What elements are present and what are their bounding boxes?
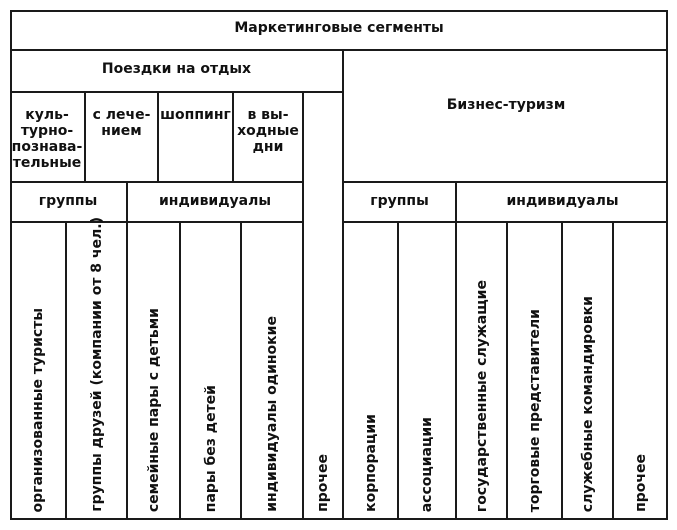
leaf-corporations: корпорации [344,223,397,520]
leaf-associations-label: ассоциации [419,416,435,512]
subtype-medical-label: с лече-нием [92,107,151,139]
divider [10,221,302,223]
divider [232,93,234,181]
divider [397,223,399,520]
leaf-corporations-label: корпорации [362,414,379,512]
leaf-civil-servants: государственные служащие [457,223,506,520]
leaf-business-other-label: прочее [633,454,649,512]
leisure-groups-cell: группы [10,183,126,221]
leaf-sales-representatives-label: торговые представители [526,308,543,512]
segments-title-cell: Маркетинговые сегменты [10,10,668,50]
subtype-shopping-label: шоппинг [160,107,231,123]
business-individuals-cell: индивидуалы [457,183,668,221]
divider [455,183,457,520]
leaf-leisure-other: прочее [304,223,342,520]
leaf-business-trips-label: служебные командировки [579,295,596,512]
leaf-couples-no-children-label: пары без детей [202,384,219,512]
leaf-business-trips: служебные командировки [563,223,612,520]
subtype-cultural-label: куль-турно-познава-тельные [11,107,83,171]
divider [344,181,668,183]
leaf-friend-groups: группы друзей (компании от 8 чел.) [67,217,126,520]
business-header-cell: Бизнес-туризм [344,51,668,181]
divider [240,223,242,520]
subtype-cultural: куль-турно-познава-тельные [10,93,84,181]
leaf-business-other: прочее [614,223,668,520]
divider [506,223,508,520]
leaf-organized-tourists: организованные туристы [10,223,65,520]
leaf-single-individuals: индивидуалы одинокие [242,223,302,520]
divider [126,183,128,520]
divider [10,91,343,93]
leisure-title: Поездки на отдых [101,61,252,77]
business-individuals-label: индивидуалы [506,193,619,209]
leaf-organized-tourists-label: организованные туристы [29,307,46,512]
leaf-single-individuals-label: индивидуалы одинокие [264,316,280,512]
divider [561,223,563,520]
leaf-leisure-other-label: прочее [315,454,331,512]
divider [302,93,304,520]
divider [612,223,614,520]
subtype-shopping: шоппинг [159,93,232,181]
business-title: Бизнес-туризм [446,97,566,113]
divider [344,221,668,223]
leisure-individuals-label: индивидуалы [158,193,272,209]
business-groups-cell: группы [344,183,455,221]
subtype-medical: с лече-нием [86,93,157,181]
leaf-sales-representatives: торговые представители [508,223,561,520]
segments-title: Маркетинговые сегменты [234,20,444,36]
leisure-groups-label: группы [38,193,98,209]
leisure-individuals-cell: индивидуалы [128,183,302,221]
leisure-header-cell: Поездки на отдых [10,51,343,91]
business-groups-label: группы [370,193,429,209]
leaf-associations: ассоциации [399,223,455,520]
divider [10,49,668,51]
divider [10,181,302,183]
diagram-frame [10,10,668,520]
leaf-families-with-children-label: семейные пары с детьми [145,307,162,512]
leaf-families-with-children: семейные пары с детьми [128,223,179,520]
leaf-civil-servants-label: государственные служащие [473,279,490,512]
divider [157,93,159,181]
leaf-couples-no-children: пары без детей [181,223,240,520]
divider [179,223,181,520]
leaf-friend-groups-label: группы друзей (компании от 8 чел.) [88,217,105,512]
divider [84,93,86,181]
divider [342,51,344,520]
divider [65,223,67,520]
